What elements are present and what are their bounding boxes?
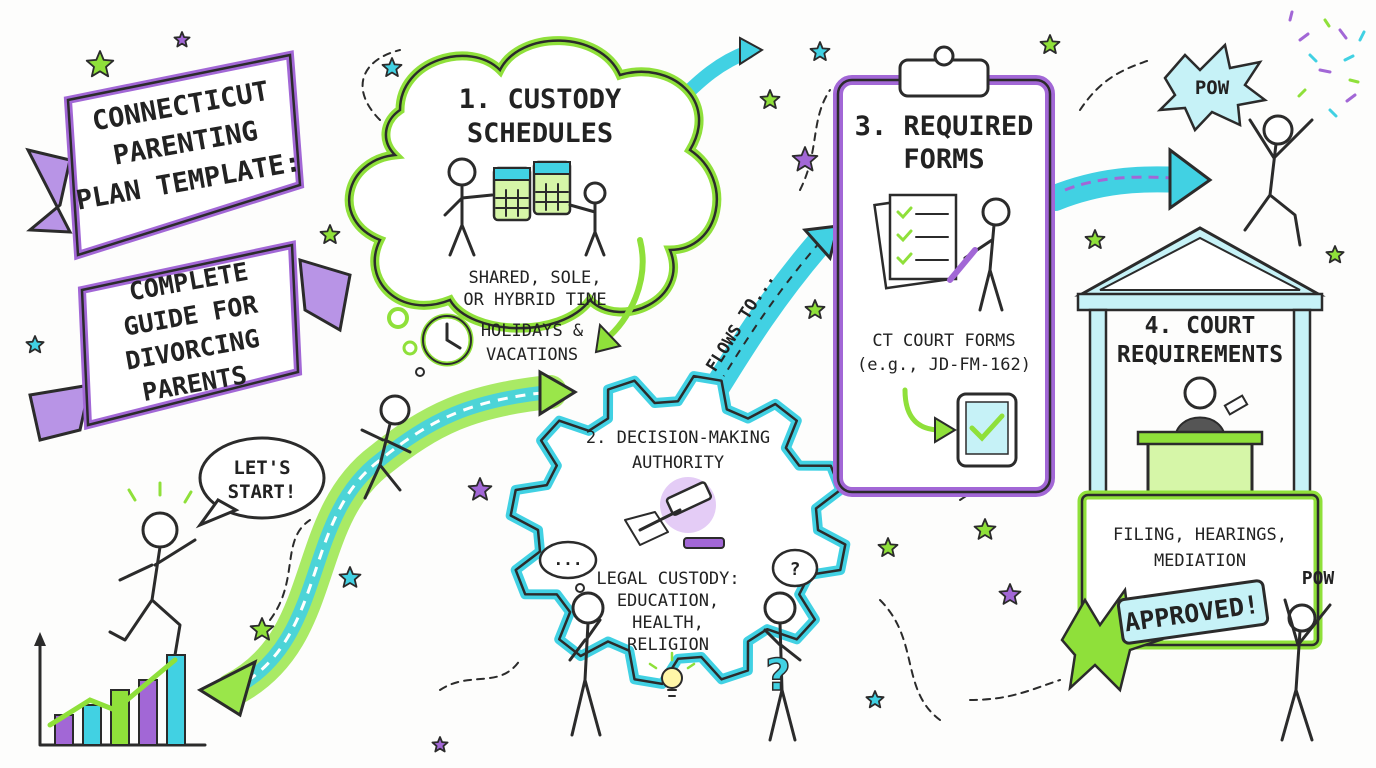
step1-title-line-1: 1. CUSTODY — [459, 84, 622, 115]
step4-title-line-2: REQUIREMENTS — [1117, 342, 1283, 368]
pow-burst-top: POW — [1156, 42, 1269, 133]
step2-note-line-1: LEGAL CUSTODY: — [596, 569, 739, 589]
step2-title-line-2: AUTHORITY — [632, 453, 724, 473]
title-banner: CONNECTICUT PARENTING PLAN TEMPLATE: — [25, 50, 305, 261]
pow-bottom-text: POW — [1302, 568, 1335, 589]
step4-title-line-1: 4. COURT — [1145, 313, 1256, 339]
star-icon — [865, 690, 885, 709]
thinking-figure-right-icon: ? ? — [763, 548, 819, 742]
pow-top-text: POW — [1195, 77, 1230, 99]
step4-note-line-2: MEDIATION — [1154, 551, 1246, 571]
star-icon — [1039, 34, 1061, 54]
step2-title-line-1: 2. DECISION-MAKING — [586, 428, 770, 448]
dashed-loop — [269, 519, 311, 621]
start-bubble-line-1: LET'S — [233, 457, 290, 479]
clock-icon — [420, 313, 474, 367]
sliding-figure-icon — [360, 394, 412, 500]
step2-gear: 2. DECISION-MAKING AUTHORITY LEGAL CUSTO… — [505, 371, 851, 697]
star-icon — [809, 41, 831, 61]
thought-left-text: ... — [554, 550, 583, 569]
star-icon — [338, 566, 362, 588]
gavel-icon — [624, 477, 725, 549]
dashed-loop — [879, 599, 941, 721]
start-bubble-line-2: START! — [228, 481, 297, 503]
star-icon — [25, 335, 45, 354]
step1-note-line-1: SHARED, SOLE, — [468, 268, 601, 288]
decorative-stars — [25, 31, 1345, 753]
writing-figure-icon — [947, 197, 1011, 312]
step4-note-line-1: FILING, HEARINGS, — [1113, 525, 1287, 545]
step3-title-line-2: FORMS — [903, 144, 984, 175]
step3-clipboard: 3. REQUIRED FORMS CT COURT FORMS (e.g., … — [833, 45, 1055, 497]
calendar-icon — [492, 160, 572, 222]
step4-courthouse: 4. COURT REQUIREMENTS FILING, HEARINGS, … — [1060, 226, 1326, 693]
star-icon — [998, 583, 1022, 605]
star-icon — [973, 518, 997, 540]
star-icon — [1325, 245, 1345, 264]
forms-stack-icon — [873, 193, 958, 290]
judge-bench — [1146, 436, 1254, 500]
step2-note-line-2: EDUCATION, — [617, 591, 719, 611]
step3-note-line-2: (e.g., JD-FM-162) — [857, 355, 1031, 375]
parent-figure-icon — [443, 157, 494, 257]
step1-title-line-2: SCHEDULES — [467, 118, 613, 149]
star-icon — [759, 89, 781, 109]
cheering-figure-bottom-icon — [1280, 598, 1332, 742]
tablet-check-icon — [956, 392, 1018, 468]
jumping-figure-icon — [1243, 114, 1314, 247]
thought-right-text: ? — [790, 559, 801, 580]
star-icon — [85, 50, 115, 78]
judge-icon — [1173, 376, 1249, 441]
star-icon — [1084, 229, 1106, 249]
thought-dot — [415, 367, 425, 377]
dashed-loop — [361, 49, 401, 121]
step3-title-line-1: 3. REQUIRED — [855, 111, 1034, 142]
star-icon — [467, 477, 493, 501]
star-icon — [173, 31, 191, 48]
confetti — [1288, 10, 1366, 118]
step3-note-line-1: CT COURT FORMS — [872, 331, 1015, 351]
star-icon — [431, 736, 449, 753]
flow-arrow-to-court — [1042, 147, 1213, 211]
star-icon — [381, 57, 403, 77]
svg-text:?: ? — [765, 650, 791, 701]
lightbulb-icon — [648, 651, 696, 697]
step1-note-line-2: OR HYBRID TIME — [463, 290, 606, 310]
star-icon — [249, 617, 275, 641]
thought-dot — [387, 307, 409, 329]
subtitle-banner: COMPLETE GUIDE FOR DIVORCING PARENTS — [28, 240, 352, 442]
holidays-line-1: HOLIDAYS & — [481, 321, 584, 341]
star-icon — [319, 224, 341, 244]
step2-note-line-3: HEALTH, — [632, 613, 704, 633]
dashed-loop — [439, 659, 521, 691]
flow-road-arrow — [196, 369, 578, 718]
dashed-loop — [969, 679, 1061, 701]
star-icon — [791, 146, 819, 172]
child-figure-icon — [568, 181, 607, 257]
approved-stamp: APPROVED! — [1060, 579, 1270, 693]
dashed-loop — [1079, 59, 1151, 111]
thought-dot — [402, 340, 418, 356]
star-icon — [804, 299, 826, 319]
growth-chart-icon — [34, 632, 207, 747]
holidays-line-2: VACATIONS — [486, 345, 578, 365]
running-figure-icon — [108, 481, 197, 657]
star-icon — [877, 537, 899, 557]
thinking-figure-left-icon: ... — [538, 540, 605, 737]
start-speech-bubble: LET'S START! — [195, 436, 326, 529]
dashed-loop — [799, 89, 831, 191]
step2-note-line-4: RELIGION — [627, 635, 709, 655]
step1-cloud: 1. CUSTODY SCHEDULES SHARED, SOLE, OR HY… — [344, 36, 722, 354]
